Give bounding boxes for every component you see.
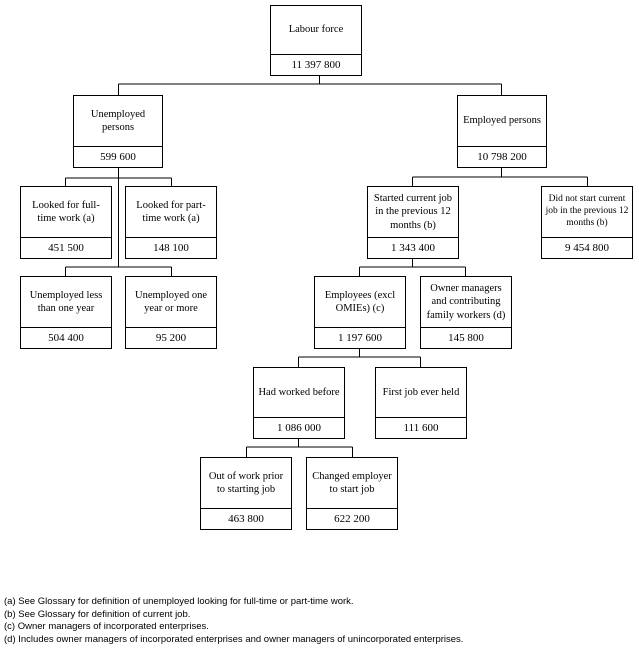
employees-box: Employees (excl OMIEs) (c) 1 197 600 <box>314 276 406 349</box>
footnote-c: (c) Owner managers of incorporated enter… <box>4 621 209 632</box>
first-job-value: 111 600 <box>376 417 466 438</box>
looked-fulltime-value: 451 500 <box>21 237 111 258</box>
had-worked-before-label: Had worked before <box>258 386 340 398</box>
footnote-a: (a) See Glossary for definition of unemp… <box>4 596 354 607</box>
did-not-start-current-label: Did not start current job in the previou… <box>545 194 629 228</box>
employees-value: 1 197 600 <box>315 327 405 348</box>
unemployed-year-more-value: 95 200 <box>126 327 216 348</box>
unemployed-less-year-value: 504 400 <box>21 327 111 348</box>
owner-managers-box: Owner managers and contributing family w… <box>420 276 512 349</box>
labour-force-label: Labour force <box>288 24 344 36</box>
footnote-d: (d) Includes owner managers of incorpora… <box>4 633 464 645</box>
employed-persons-value: 10 798 200 <box>458 146 546 167</box>
employed-persons-box: Employed persons 10 798 200 <box>457 95 547 168</box>
unemployed-year-more-label: Unemployed one year or more <box>134 289 208 314</box>
started-current-job-box: Started current job in the previous 12 m… <box>367 186 459 259</box>
first-job-box: First job ever held 111 600 <box>375 367 467 439</box>
changed-employer-label: Changed employer to start job <box>312 470 392 495</box>
did-not-start-current-box: Did not start current job in the previou… <box>541 186 633 259</box>
first-job-label: First job ever held <box>382 386 460 398</box>
changed-employer-box: Changed employer to start job 622 200 <box>306 457 398 530</box>
unemployed-less-year-label: Unemployed less than one year <box>29 289 103 314</box>
out-of-work-value: 463 800 <box>201 508 291 529</box>
started-current-job-value: 1 343 400 <box>368 237 458 258</box>
unemployed-persons-value: 599 600 <box>74 146 162 167</box>
footnotes: (a) See Glossary for definition of unemp… <box>4 596 463 646</box>
out-of-work-label: Out of work prior to starting job <box>208 470 284 495</box>
unemployed-less-year-box: Unemployed less than one year 504 400 <box>20 276 112 349</box>
out-of-work-box: Out of work prior to starting job 463 80… <box>200 457 292 530</box>
footnote-b: (b) See Glossary for definition of curre… <box>4 608 191 620</box>
looked-parttime-value: 148 100 <box>126 237 216 258</box>
connector-lines <box>65 76 588 457</box>
unemployed-year-more-box: Unemployed one year or more 95 200 <box>125 276 217 349</box>
looked-parttime-label: Looked for part-time work (a) <box>136 199 206 224</box>
did-not-start-current-value: 9 454 800 <box>542 237 632 258</box>
had-worked-before-value: 1 086 000 <box>254 417 344 438</box>
employed-persons-label: Employed persons <box>463 115 541 127</box>
unemployed-persons-box: Unemployed persons 599 600 <box>73 95 163 168</box>
started-current-job-label: Started current job in the previous 12 m… <box>373 193 453 231</box>
owner-managers-label: Owner managers and contributing family w… <box>426 283 506 321</box>
unemployed-persons-label: Unemployed persons <box>90 108 146 133</box>
had-worked-before-box: Had worked before 1 086 000 <box>253 367 345 439</box>
looked-fulltime-box: Looked for full-time work (a) 451 500 <box>20 186 112 259</box>
labour-force-value: 11 397 800 <box>271 54 361 75</box>
changed-employer-value: 622 200 <box>307 508 397 529</box>
employees-label: Employees (excl OMIEs) (c) <box>324 289 396 314</box>
owner-managers-value: 145 800 <box>421 327 511 348</box>
labour-force-box: Labour force 11 397 800 <box>270 5 362 76</box>
looked-parttime-box: Looked for part-time work (a) 148 100 <box>125 186 217 259</box>
looked-fulltime-label: Looked for full-time work (a) <box>32 199 100 224</box>
